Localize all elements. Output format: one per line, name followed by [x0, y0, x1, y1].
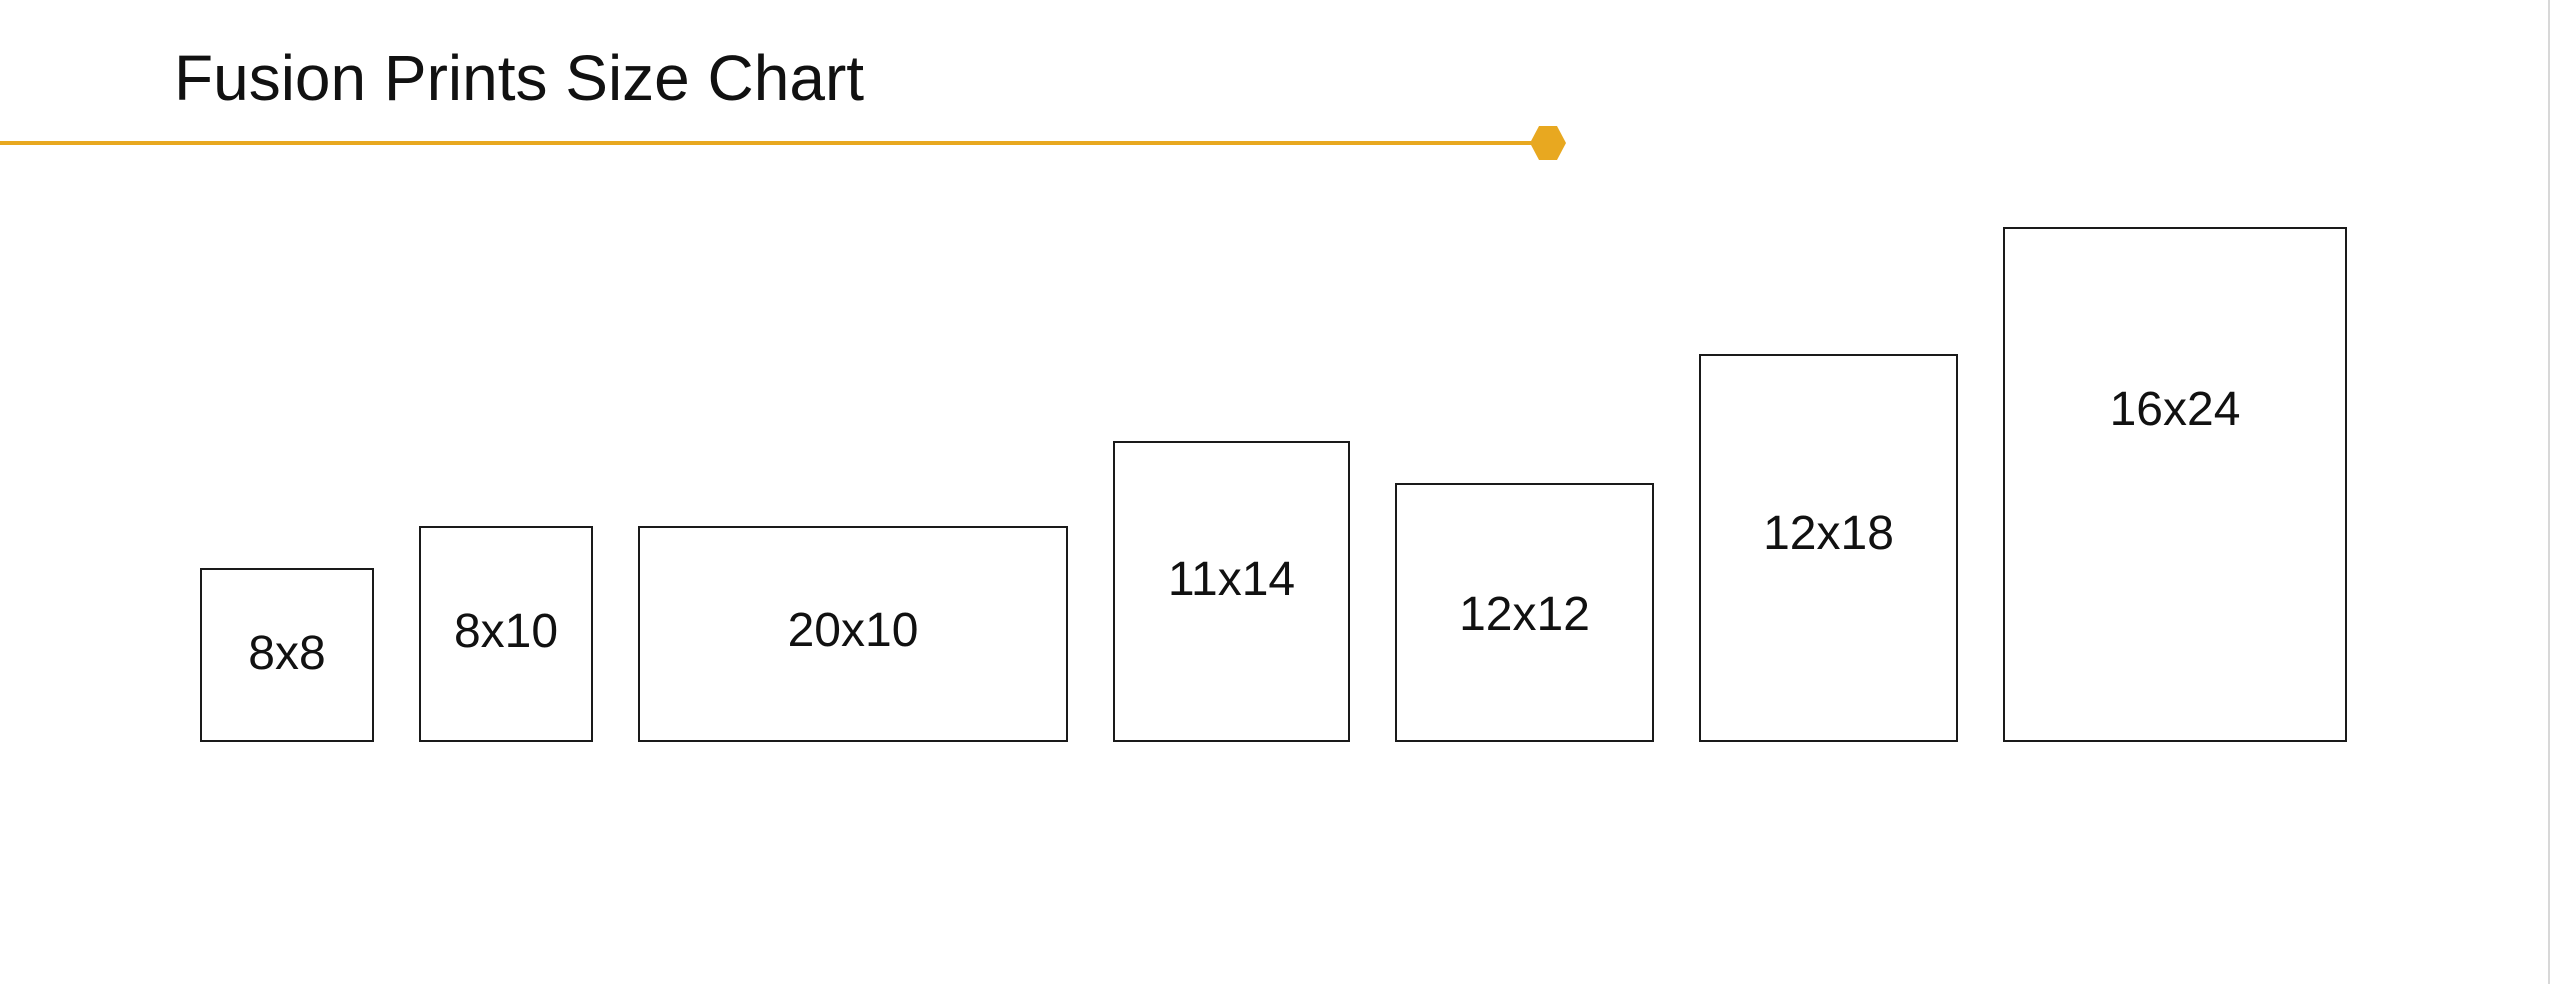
- size-label: 12x18: [1763, 506, 1894, 560]
- size-box-12x12: 12x12: [1395, 483, 1654, 742]
- size-label: 11x14: [1167, 553, 1296, 606]
- size-label: 8x8: [248, 626, 326, 680]
- page-edge-divider: [2548, 0, 2550, 984]
- size-label: 16x24: [2109, 383, 2241, 436]
- hexagon-icon: [1530, 126, 1566, 160]
- size-box-12x18: 12x18: [1699, 354, 1958, 742]
- size-box-20x10: 20x10: [638, 526, 1068, 742]
- size-label: 12x12: [1459, 588, 1590, 641]
- size-box-16x24: 16x24: [2003, 227, 2347, 742]
- size-label: 20x10: [787, 603, 919, 657]
- size-box-11x14: 11x14: [1113, 441, 1350, 742]
- page-title: Fusion Prints Size Chart: [174, 42, 865, 114]
- size-box-8x8: 8x8: [200, 568, 374, 742]
- size-label: 8x10: [453, 604, 559, 658]
- size-box-8x10: 8x10: [419, 526, 593, 742]
- accent-divider-line: [0, 141, 1540, 145]
